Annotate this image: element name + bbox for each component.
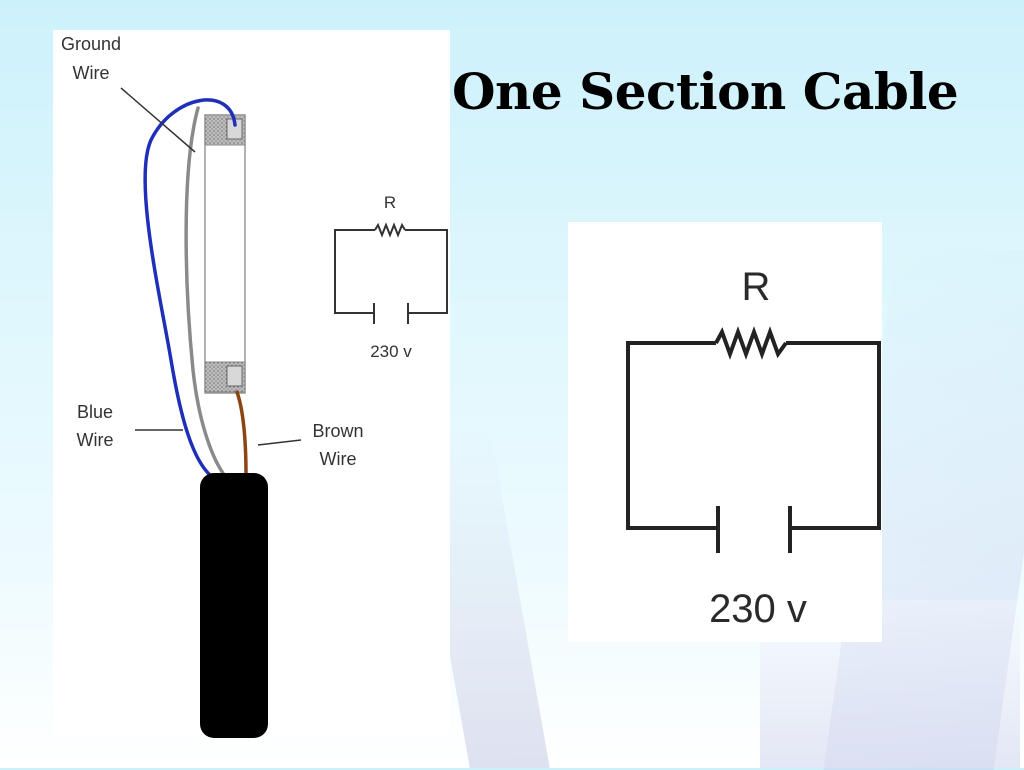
small-circuit-wire [334,229,375,314]
brown-wire [235,390,248,478]
large-voltage-label: 230 v [709,587,807,631]
ground-wire [184,106,227,478]
cable-diagram-panel: Ground Wire Blue Wire Brown Wire R 230 v [53,30,450,738]
blue-wire-label-line1: Blue [76,402,114,422]
brown-wire-leader [257,439,302,446]
blue-wire [143,98,237,478]
small-circuit-wire [405,229,448,314]
cable-diagram [120,87,448,738]
large-circuit-wire [626,341,718,530]
small-voltage-label: 230 v [370,342,412,361]
blue-wire-label-line2: Wire [76,430,114,450]
heating-element-tube [204,114,246,394]
ground-wire-leader [120,87,196,153]
ground-wire-label-line2: Wire [72,63,110,83]
cable-jacket [200,473,268,738]
ground-wire-label-line1: Ground [60,34,122,54]
small-circuit [334,222,448,324]
bottom-terminal [226,365,243,387]
large-resistor-symbol [714,326,788,360]
large-circuit [626,326,881,553]
large-resistor-label: R [741,265,771,309]
brown-wire-label-line1: Brown [312,421,364,441]
slide-title: One Section Cable [452,62,959,121]
large-circuit-panel: R 230 v [568,222,882,642]
brown-wire-label-line2: Wire [319,449,357,469]
large-circuit-wire [786,341,881,530]
small-resistor-symbol [374,222,406,238]
small-resistor-label: R [383,193,397,212]
